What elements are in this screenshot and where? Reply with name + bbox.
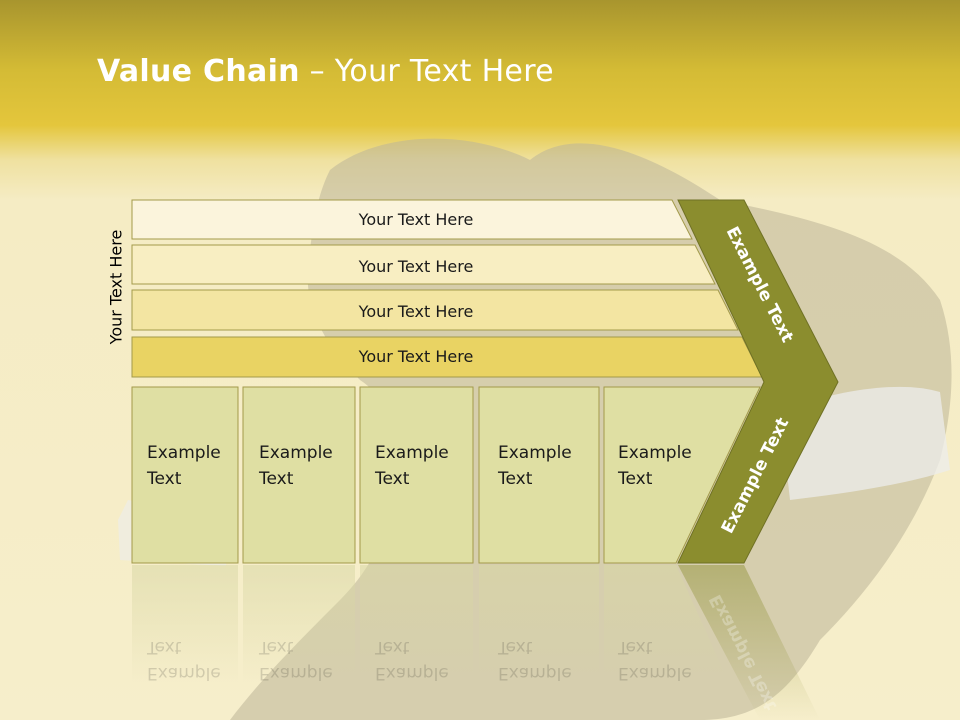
title-rest: – Your Text Here [299,54,554,89]
support-bar-label-2: Your Text Here [358,257,474,276]
support-bar-label-1: Your Text Here [358,210,474,229]
activity-cell-3-reflection-line1: Example [375,663,449,683]
activity-cell-1-text: Example Text [147,440,242,492]
activity-cell-1-line2: Text [147,469,182,489]
page-title: Value Chain – Your Text Here [97,54,554,89]
title-bold: Value Chain [97,54,300,89]
activity-cell-2-line2: Text [259,469,294,489]
activity-cell-4-text-reflection: Example Text [498,634,593,686]
activity-cell-5-text-reflection: Example Text [618,634,713,686]
activity-cell-5-reflection-line2: Text [618,637,653,657]
margin-chevron [677,199,839,564]
activity-cell-5-line2: Text [618,469,653,489]
activity-cell-1 [131,386,239,564]
activity-cell-1-reflection-line2: Text [147,637,182,657]
activity-cell-1-reflection-line1: Example [147,663,221,683]
activity-cell-5-reflection [604,565,730,685]
activity-cell-2 [242,386,356,564]
support-bar-2 [131,244,716,285]
support-bar-label-3: Your Text Here [358,302,474,321]
activity-cell-3-text-reflection: Example Text [375,634,470,686]
activity-cell-2-text: Example Text [259,440,354,492]
newspaper-shape [780,386,950,500]
activity-cell-5 [603,386,761,564]
activity-cell-5-text: Example Text [618,440,713,492]
activity-cell-3-reflection [360,565,473,685]
activity-cell-4-reflection-line2: Text [498,637,533,657]
activity-cell-2-reflection-line2: Text [259,637,294,657]
activity-cell-3-line2: Text [375,469,410,489]
activity-cell-1-text-reflection: Example Text [147,634,242,686]
support-bar-1 [131,199,693,240]
activity-cell-4-line2: Text [498,469,533,489]
activity-cell-3 [359,386,474,564]
activity-cell-2-reflection [243,565,355,685]
activity-cell-1-reflection [132,565,238,685]
activity-cell-3-reflection-line2: Text [375,637,410,657]
activity-cell-4 [478,386,600,564]
activity-cell-4-line1: Example [498,443,572,463]
activity-cell-5-line1: Example [618,443,692,463]
activity-cell-4-reflection-line1: Example [498,663,572,683]
activity-cell-2-line1: Example [259,443,333,463]
activity-cell-3-text: Example Text [375,440,470,492]
activity-cell-3-line1: Example [375,443,449,463]
activity-cell-2-text-reflection: Example Text [259,634,354,686]
activity-cell-5-reflection-line1: Example [618,663,692,683]
activity-cell-1-line1: Example [147,443,221,463]
activity-cell-2-reflection-line1: Example [259,663,333,683]
activity-cell-4-text: Example Text [498,440,593,492]
support-bar-label-4: Your Text Here [358,347,474,366]
support-bar-3 [131,289,739,331]
activity-cell-4-reflection [479,565,599,685]
margin-chevron-reflection [678,565,820,720]
